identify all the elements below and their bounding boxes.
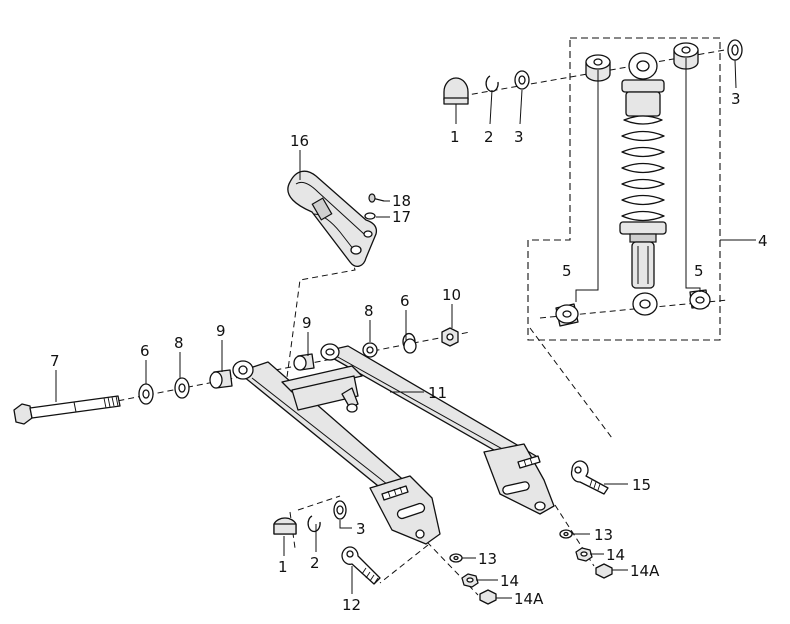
callout-12: 12 [342, 596, 361, 614]
swing-arm [232, 343, 555, 545]
callout-6-left: 6 [140, 342, 150, 360]
bottom-right-hardware [559, 460, 613, 579]
callout-7: 7 [50, 352, 60, 370]
callout-1-bottom: 1 [278, 558, 288, 576]
callout-16: 16 [290, 132, 309, 150]
callout-6-right: 6 [400, 292, 410, 310]
chain-guard-screw [364, 193, 385, 220]
callout-14A-left: 14A [514, 590, 544, 608]
callout-2-bottom: 2 [310, 554, 320, 572]
callout-9-right: 9 [302, 314, 312, 332]
leader-lines [55, 58, 756, 599]
chain-guard [287, 170, 378, 268]
callout-5-right: 5 [694, 262, 704, 280]
callout-3-right: 3 [731, 90, 741, 108]
callout-17: 17 [392, 208, 411, 226]
callout-11: 11 [428, 384, 447, 402]
callout-10: 10 [442, 286, 461, 304]
callout-5-left: 5 [562, 262, 572, 280]
callout-4: 4 [758, 232, 768, 250]
callout-8-right: 8 [364, 302, 374, 320]
pivot-washers-bushings [138, 327, 459, 405]
callout-18: 18 [392, 192, 411, 210]
callout-2-top: 2 [484, 128, 494, 146]
top-cap-nut-clip-washer [443, 70, 530, 105]
callout-1-top: 1 [450, 128, 460, 146]
callout-14A-right: 14A [630, 562, 660, 580]
callout-14-left: 14 [500, 572, 519, 590]
callout-13-left: 13 [478, 550, 497, 568]
pivot-bolt [13, 395, 121, 425]
callout-3-bottom: 3 [356, 520, 366, 538]
callout-13-right: 13 [594, 526, 613, 544]
callout-3-top: 3 [514, 128, 524, 146]
bottom-left-hardware [273, 500, 497, 605]
callout-8-left: 8 [174, 334, 184, 352]
callout-labels: 1 2 3 3 4 5 5 16 18 17 7 6 8 9 9 8 6 10 … [50, 90, 768, 614]
callout-9-left: 9 [216, 322, 226, 340]
callout-14-right: 14 [606, 546, 625, 564]
shock-bottom-bushings [555, 289, 711, 327]
shock-absorber [619, 52, 667, 316]
callout-15: 15 [632, 476, 651, 494]
